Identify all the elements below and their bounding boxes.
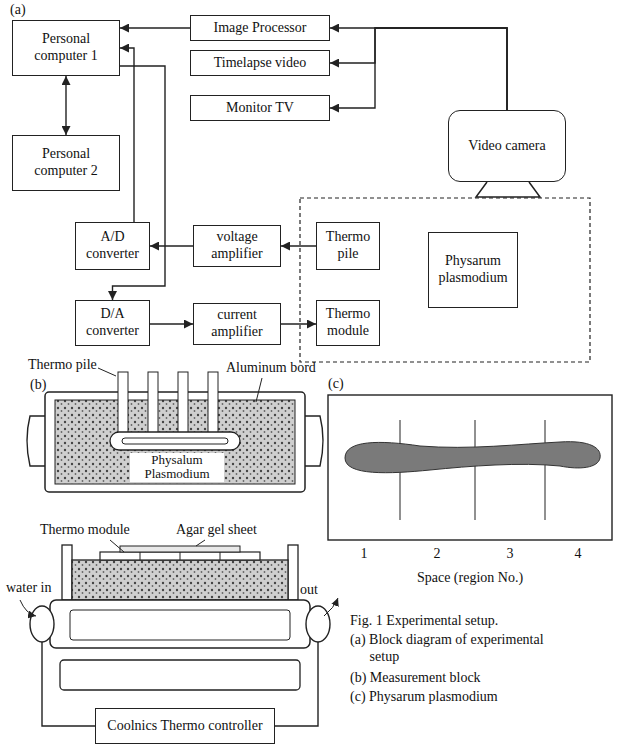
measurement-block-side <box>20 540 338 726</box>
process-box: current amplifier <box>193 303 281 345</box>
node-text-group: Coolnics Thermo controller <box>107 718 262 735</box>
node-text-group: Monitor TV <box>226 100 294 117</box>
node-text: Personal computer 2 <box>18 146 114 180</box>
node-text: Image Processor <box>214 20 307 37</box>
part-label: water in <box>6 580 51 597</box>
node-text: Coolnics Thermo controller <box>107 718 262 735</box>
process-box: Thermo pile <box>316 222 380 270</box>
process-box: Personal computer 2 <box>12 135 120 191</box>
caption-line: (a) Block diagram of experimental setup <box>350 632 545 666</box>
dashed-enclosure <box>300 198 590 362</box>
process-box: Monitor TV <box>190 95 330 121</box>
measurement-block-top <box>27 368 323 492</box>
caption-line: (b) Measurement block <box>350 670 481 687</box>
node-text-group: Personal computer 1 <box>18 31 114 65</box>
part-label: (c) <box>328 376 344 393</box>
process-box: voltage amplifier <box>193 225 281 267</box>
node-text-group: A/D converter <box>81 229 144 263</box>
node-text: Physarum plasmodium <box>434 253 512 287</box>
node-text-group: D/A converter <box>81 306 144 340</box>
node-text: Video camera <box>468 138 545 155</box>
connector-arrow <box>65 76 66 135</box>
connector-arrow <box>330 28 507 110</box>
process-box: Thermo module <box>316 300 380 346</box>
connector-arrow <box>281 323 316 324</box>
part-label: Thermo module <box>40 522 130 539</box>
node-text-group: current amplifier <box>199 307 275 341</box>
connector-arrow <box>120 27 190 28</box>
node-text-group: Physarum plasmodium <box>434 253 512 287</box>
connector-arrow <box>330 28 507 110</box>
plasmodium-regions <box>328 395 612 540</box>
region-number: 2 <box>427 546 447 563</box>
process-box: Timelapse video <box>190 50 330 76</box>
camera-stand <box>476 182 540 197</box>
part-label: Thermo pile <box>28 357 97 374</box>
node-text: current amplifier <box>199 307 275 341</box>
node-text-group: Personal computer 2 <box>18 146 114 180</box>
node-text: Thermo pile <box>322 229 374 263</box>
node-text: Thermo module <box>322 306 374 340</box>
video-camera-screen: Video camera <box>448 110 566 182</box>
node-text: Timelapse video <box>214 55 306 72</box>
region-number: 3 <box>500 546 520 563</box>
connector-arrow <box>150 245 193 246</box>
node-text-group: Timelapse video <box>214 55 306 72</box>
process-box: Coolnics Thermo controller <box>95 708 275 744</box>
process-box: Personal computer 1 <box>12 20 120 76</box>
caption-line: (c) Physarum plasmodium <box>350 689 498 706</box>
node-text-group: Thermo module <box>322 306 374 340</box>
connector-arrow <box>150 323 193 324</box>
process-box: Physarum plasmodium <box>428 232 518 308</box>
node-text: D/A converter <box>81 306 144 340</box>
part-label: out <box>300 582 318 599</box>
part-label: (b) <box>30 377 46 394</box>
node-text-group: Thermo pile <box>322 229 374 263</box>
node-text-group: Video camera <box>468 138 545 155</box>
part-label: Physalum Plasmodium <box>130 453 224 482</box>
part-label: Space (region No.) <box>390 570 550 587</box>
process-box: Image Processor <box>190 15 330 41</box>
part-label: Agar gel sheet <box>176 522 257 539</box>
part-label: (a) <box>10 2 26 19</box>
region-number: 4 <box>568 546 588 563</box>
process-box: D/A converter <box>75 300 150 346</box>
region-number: 1 <box>354 546 374 563</box>
connector-arrow <box>120 48 134 222</box>
connector-arrow <box>330 28 507 110</box>
node-text: A/D converter <box>81 229 144 263</box>
figure-caption: Fig. 1 Experimental setup. <box>350 612 498 630</box>
part-label: Aluminum bord <box>226 360 316 377</box>
node-text: voltage amplifier <box>199 229 275 263</box>
node-text-group: Image Processor <box>214 20 307 37</box>
node-text-group: voltage amplifier <box>199 229 275 263</box>
node-text: Personal computer 1 <box>18 31 114 65</box>
connector-arrow <box>281 245 316 246</box>
node-text: Monitor TV <box>226 100 294 117</box>
process-box: A/D converter <box>75 222 150 270</box>
